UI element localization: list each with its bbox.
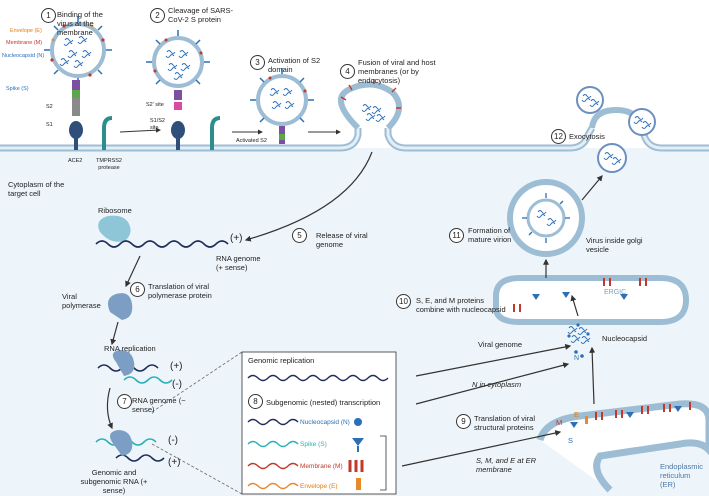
- minus-sign-1: (-): [172, 379, 182, 390]
- step-7-label: RNA genome (− sense): [132, 396, 186, 414]
- step-5-marker: 5: [292, 228, 307, 243]
- plus-sign-2: (+): [170, 361, 183, 372]
- step-4-marker: 4: [340, 64, 355, 79]
- rna-replication-label: RNA replication: [104, 344, 156, 353]
- activated-s2-label: Activated S2: [236, 138, 267, 144]
- sme-er-label: S, M, and E at ER membrane: [476, 456, 537, 474]
- ace2-receptor-1: [69, 80, 83, 150]
- virion-binding: [44, 16, 112, 84]
- n-in-cytoplasm-label: N in cytoplasm: [472, 380, 522, 389]
- virion-activation: [250, 68, 314, 144]
- step-10-marker: 10: [396, 294, 411, 309]
- s1-s2-site-label: S1/S2 site: [150, 118, 165, 131]
- er-label: Endoplasmic reticulum (ER): [660, 462, 703, 489]
- n-letter-label: N: [574, 355, 580, 362]
- step-1-label: Binding of the virus at the membrane: [57, 10, 103, 37]
- step-12-marker: 12: [551, 129, 566, 144]
- s-letter-label: S: [568, 436, 574, 445]
- s2-label: S2: [46, 104, 53, 110]
- step-7-marker: 7: [117, 394, 132, 409]
- ergic-label: ERGIC: [604, 289, 627, 296]
- ribosome: [98, 215, 131, 242]
- step-10-label: S, E, and M proteins combine with nucleo…: [416, 296, 506, 314]
- m-letter-label: M: [556, 418, 563, 427]
- virus-golgi-label: Virus inside golgi vesicle: [586, 236, 643, 254]
- step-6-marker: 6: [130, 282, 145, 297]
- nucleocapsid-text-label: Nucleocapsid: [602, 334, 648, 343]
- golgi-vesicle: [507, 179, 585, 257]
- legend-nucleocapsid: Nucleocapsid (N): [300, 419, 350, 426]
- step-11-label: Formation of mature virion: [468, 226, 512, 244]
- step-8-marker: 8: [248, 394, 263, 409]
- step-4-label: Fusion of viral and host membranes (or b…: [358, 58, 436, 85]
- nucleocapsid-legend-icon: [354, 418, 362, 426]
- step-2-label: Cleavage of SARS-CoV-2 S protein: [168, 6, 234, 24]
- top-row-arrows: [119, 127, 341, 135]
- ace2-receptor-2: [171, 90, 185, 150]
- rna-genome-plus-label: RNA genome (+ sense): [216, 254, 261, 272]
- genomic-subgenomic-strands: [95, 430, 165, 462]
- nucleocapsid-label: Nucleocapsid (N): [2, 53, 45, 59]
- tmprss2-protease-2: [210, 116, 221, 150]
- ergic-compartment: [493, 275, 690, 325]
- cytoplasm-label: Cytoplasm of the target cell: [8, 180, 65, 198]
- step-5-label: Release of viral genome: [316, 231, 368, 249]
- step-3-label: Activation of S2 domain: [268, 56, 321, 74]
- step-9-marker: 9: [456, 414, 471, 429]
- rna-genome-plus-strand: [95, 240, 229, 248]
- rna-replication-strands: [97, 350, 173, 384]
- viral-genome-label: Viral genome: [478, 340, 523, 349]
- legend-membrane: Membrane (M): [300, 463, 343, 470]
- tmprss2-label: TMPRSS2 protease: [96, 158, 122, 171]
- step-12-label: Exocytosis: [569, 132, 605, 141]
- plus-sign-1: (+): [230, 233, 243, 244]
- nucleocapsid-cluster: [567, 323, 591, 358]
- membrane-legend-icon: [348, 460, 364, 472]
- step-2-marker: 2: [150, 8, 165, 23]
- endoplasmic-reticulum: [536, 400, 709, 493]
- legend-envelope: Envelope (E): [300, 483, 338, 490]
- tmprss2-protease-1: [102, 116, 113, 150]
- plus-sign-3: (+): [168, 457, 181, 468]
- envelope-label: Envelope (E): [10, 28, 42, 34]
- genomic-subgenomic-label: Genomic and subgenomic RNA (+ sense): [80, 468, 148, 495]
- e-letter-label: E: [574, 410, 580, 419]
- step-11-marker: 11: [449, 228, 464, 243]
- spike-label: Spike (S): [6, 86, 29, 92]
- step-8-label: Subgenomic (nested) transcription: [266, 398, 381, 407]
- step-1-marker: 1: [41, 8, 56, 23]
- cytoplasm-arrows: [106, 151, 603, 467]
- released-virions: [576, 86, 656, 173]
- s2-prime-site-label: S2' site: [146, 102, 164, 108]
- fusion-vesicle: [337, 79, 402, 131]
- step-6-label: Translation of viral polymerase protein: [148, 282, 212, 300]
- virion-cleavage: [146, 30, 210, 88]
- legend-spike: Spike (S): [300, 441, 327, 448]
- envelope-legend-icon: [356, 478, 361, 490]
- legend-genomic-replication: Genomic replication: [248, 356, 315, 365]
- step-3-marker: 3: [250, 55, 265, 70]
- minus-sign-2: (-): [168, 435, 178, 446]
- ribosome-label: Ribosome: [98, 206, 132, 215]
- membrane-label: Membrane (M): [6, 40, 43, 46]
- legend-box: [151, 351, 397, 495]
- s1-label: S1: [46, 122, 53, 128]
- viral-polymerase-label: Viral polymerase: [62, 292, 101, 310]
- ace2-label: ACE2: [68, 158, 83, 164]
- spike-legend-icon: [352, 438, 364, 452]
- viral-polymerase-blob: [108, 293, 133, 320]
- step-9-label: Translation of viral structural proteins: [474, 414, 535, 432]
